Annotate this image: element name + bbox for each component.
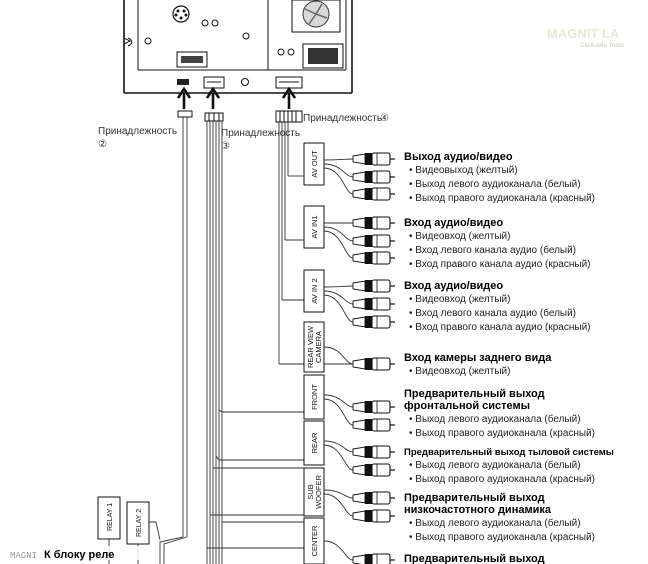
rca-plug-icon	[352, 279, 395, 293]
group-title: Предварительный выход	[404, 553, 545, 564]
accessory-2-label: Принадлежность	[98, 126, 177, 137]
rca-plug-icon	[352, 187, 395, 201]
group-item: • Выход левого аудиоканала (белый)	[409, 413, 581, 425]
group-item: • Выход правого аудиоканала (красный)	[409, 532, 595, 543]
relay-1-box: RELAY 1	[97, 496, 121, 540]
group-item: • Вход левого канала аудио (белый)	[409, 244, 576, 256]
group-title: фронтальной системы	[404, 400, 530, 412]
connector-label: WOOFER	[314, 475, 323, 509]
accessory-4-label: Принадлежность	[303, 113, 382, 124]
rca-plug-icon	[352, 170, 395, 184]
rca-plug-icon	[352, 491, 395, 505]
connector-group: REAR Предварительный выход тыловой систем…	[303, 420, 614, 485]
rca-plug-icon	[352, 216, 395, 230]
plug-2	[177, 110, 193, 118]
group-item: • Выход правого аудиоканала (красный)	[409, 193, 595, 204]
rca-plug-icon	[352, 251, 395, 265]
group-title: Предварительный выход	[404, 492, 545, 504]
group-title: Вход аудио/видео	[404, 280, 503, 292]
connector-label: CAMERA	[314, 331, 323, 363]
rca-plug-icon	[352, 315, 395, 329]
connector-label: REAR VIEW	[306, 325, 315, 368]
group-title: низкочастотного динамика	[404, 504, 552, 516]
group-item: • Вход правого канала аудио (красный)	[409, 259, 591, 270]
group-item: • Выход левого аудиоканала (белый)	[409, 517, 581, 529]
group-item: • Видеовход (желтый)	[409, 366, 510, 377]
watermark-logo: MAGNIT LA CarAudio Team	[547, 26, 624, 49]
connector-label: AV IN 2	[310, 278, 319, 303]
group-title: Вход камеры заднего вида	[404, 352, 552, 364]
rca-plug-icon	[352, 509, 395, 523]
connector-label: AV OUT	[310, 150, 319, 178]
watermark-logo-subtitle: CarAudio Team	[580, 43, 624, 49]
relay-2-box: RELAY 2	[126, 501, 150, 545]
group-title: Вход аудио/видео	[404, 217, 503, 229]
connector-group: AV OUT Выход аудио/видео • Видеовыход (жел…	[303, 142, 595, 204]
watermark-logo-title: MAGNIT LA	[547, 26, 620, 41]
connector-box	[303, 467, 325, 517]
accessory-2-number: ②	[98, 139, 107, 150]
connector-label: SUB	[306, 484, 315, 499]
group-item: • Видеовыход (желтый)	[409, 165, 518, 176]
group-item: • Вход правого канала аудио (красный)	[409, 322, 591, 333]
connector-box	[303, 374, 325, 420]
group-item: • Выход левого аудиоканала (белый)	[409, 459, 581, 471]
connector-group: AV IN 2 Вход аудио/видео • Видеовход (желт…	[303, 269, 591, 333]
rca-plug-icon	[352, 297, 395, 311]
relay-1-label: RELAY 1	[107, 503, 114, 531]
accessory-3-label: Принадлежность	[221, 128, 300, 139]
connector-label: CENTER	[310, 525, 319, 556]
connector-label: AV IN1	[310, 215, 319, 238]
group-item: • Вход левого канала аудио (белый)	[409, 307, 576, 319]
group-item: • Выход правого аудиоканала (красный)	[409, 428, 595, 439]
group-item: • Видеовход (желтый)	[409, 231, 510, 242]
accessory-4-number: ④	[380, 113, 389, 124]
relay-2-label: RELAY 2	[136, 509, 143, 537]
connector-groups: AV OUT Выход аудио/видео • Видеовыход (жел…	[303, 142, 614, 564]
arrow-up-icon	[281, 86, 297, 109]
group-title: Предварительный выход тыловой системы	[404, 447, 614, 458]
relay-boxes: RELAY 1 RELAY 2	[97, 496, 161, 564]
cable-bundles	[159, 117, 354, 564]
rca-plug-icon	[352, 553, 395, 564]
rca-plug-icon	[352, 445, 395, 459]
arrows	[176, 86, 297, 109]
group-item: • Выход левого аудиоканала (белый)	[409, 178, 581, 190]
rca-plug-icon	[352, 234, 395, 248]
connector-box	[303, 420, 325, 466]
connector-label: FRONT	[310, 384, 319, 410]
rca-plug-icon	[352, 400, 395, 414]
group-item: • Выход правого аудиоканала (красный)	[409, 474, 595, 485]
arrow-up-icon	[176, 86, 192, 109]
group-title: Выход аудио/видео	[404, 151, 513, 163]
plug-4	[275, 110, 303, 123]
accessory-3-number: ③	[221, 141, 230, 152]
plugs	[177, 110, 303, 123]
rca-plug-icon	[352, 463, 395, 477]
relay-block-label: К блоку реле	[44, 549, 114, 561]
rca-plug-icon	[352, 357, 395, 371]
rca-plug-icon	[352, 152, 395, 166]
rca-plug-icon	[352, 418, 395, 432]
connector-label: REAR	[310, 432, 319, 453]
group-title: Предварительный выход	[404, 388, 545, 400]
arrow-up-icon	[205, 86, 221, 109]
head-unit-rear-panel	[123, 0, 353, 94]
group-item: • Видеовход (желтый)	[409, 294, 510, 305]
connector-group: CENTER Предварительный выход	[303, 517, 545, 564]
connector-group: AV IN1 Вход аудио/видео • Видеовход (желты…	[303, 205, 591, 270]
